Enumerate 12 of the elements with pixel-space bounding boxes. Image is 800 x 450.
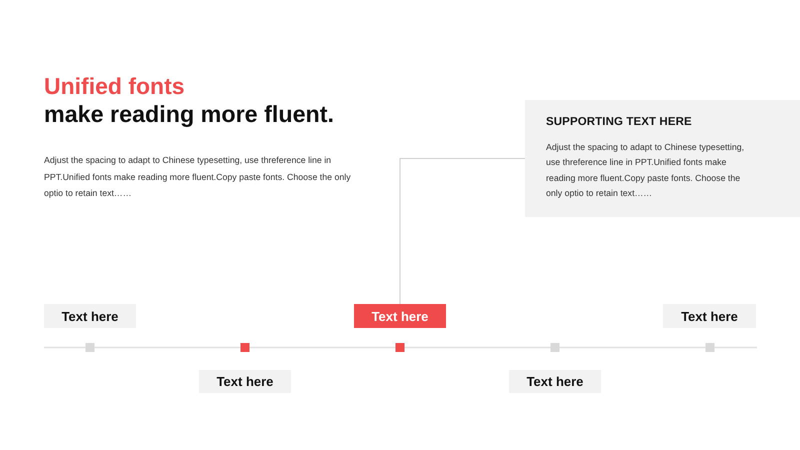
- timeline-label: Text here: [44, 304, 136, 328]
- slide-subtitle: make reading more fluent.: [44, 100, 334, 128]
- timeline-label: Text here: [509, 370, 601, 393]
- timeline-label: Text here: [663, 304, 756, 328]
- leader-line: [400, 158, 526, 304]
- timeline-label: Text here: [199, 370, 291, 393]
- timeline-label: Text here: [354, 304, 446, 328]
- slide-title: Unified fonts: [44, 72, 185, 100]
- panel-paragraph: Adjust the spacing to adapt to Chinese typesetting, use threference line in PPT.Unified fonts make reading more fluent.Copy paste fonts. Choose the only optio to retain text……: [546, 141, 746, 200]
- panel-heading: SUPPORTING TEXT HERE: [546, 116, 692, 128]
- intro-paragraph: Adjust the spacing to adapt to Chinese typesetting, use threference line in PPT.Unified fonts make reading more fluent.Copy paste fonts. Choose the only optio to retain text……: [44, 154, 352, 200]
- text-panel: [525, 100, 800, 217]
